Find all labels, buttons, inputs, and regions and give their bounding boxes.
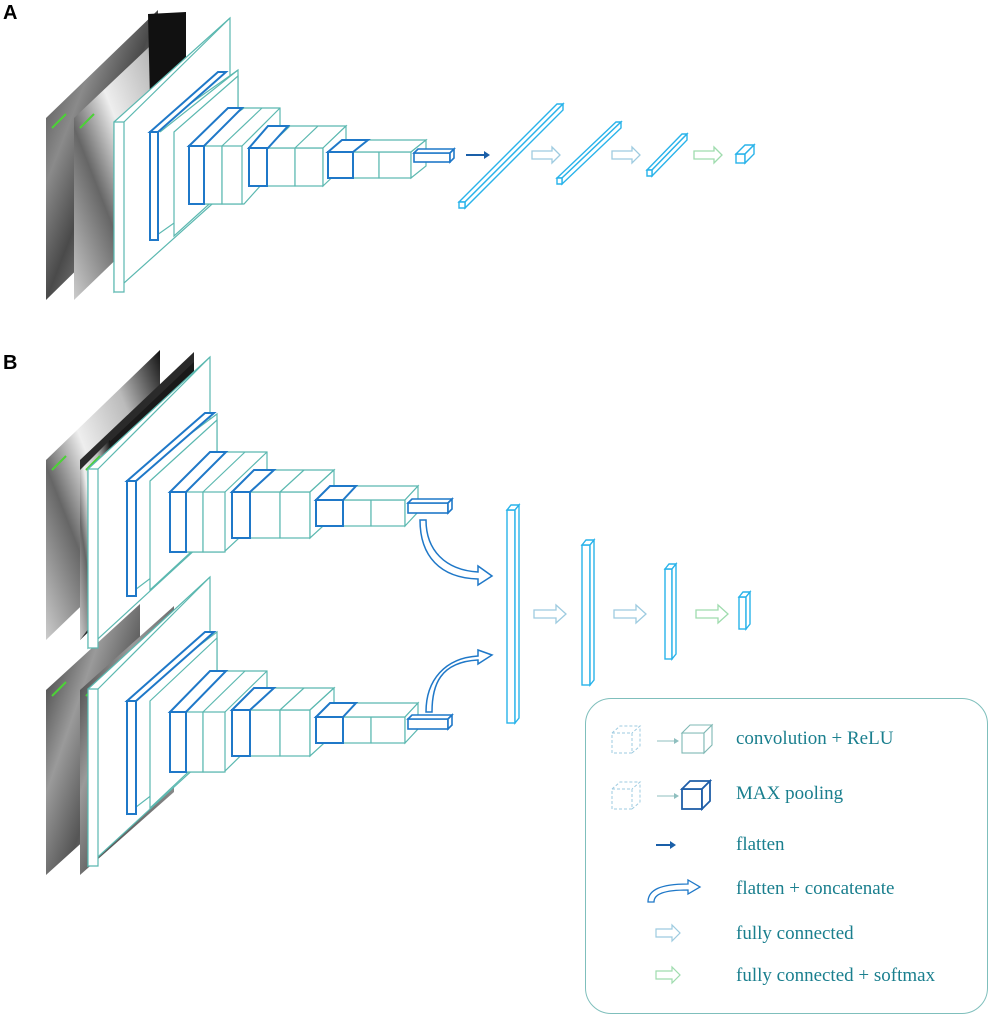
panel-b-top-block-5 bbox=[313, 484, 420, 528]
panel-b-bottom-block-5 bbox=[313, 701, 420, 745]
legend-fc-icon bbox=[655, 923, 681, 943]
panel-a-dense-layer-3 bbox=[645, 132, 689, 178]
panel-b-fc-arrow-2 bbox=[613, 603, 647, 625]
legend-label-conv: convolution + ReLU bbox=[736, 728, 894, 749]
panel-b-dense-layer-1 bbox=[505, 503, 521, 725]
panel-label-b: B bbox=[3, 352, 18, 374]
legend-conv-icon bbox=[611, 723, 714, 755]
panel-b-top-flatten-concat-arrow bbox=[419, 519, 494, 587]
panel-label-a: A bbox=[3, 2, 18, 24]
panel-a-fc-arrow-2 bbox=[611, 145, 641, 165]
legend-fc-softmax-icon bbox=[655, 965, 681, 985]
panel-b-top-flatten-block bbox=[406, 497, 454, 515]
legend-box bbox=[585, 698, 988, 1014]
panel-b-dense-layer-3 bbox=[663, 562, 678, 661]
panel-a-flatten-arrow bbox=[466, 151, 490, 159]
legend-flatten-concat-icon bbox=[647, 878, 702, 903]
panel-b-output-layer bbox=[737, 590, 752, 631]
panel-a-dense-layer-2 bbox=[555, 120, 623, 186]
legend-pool-icon bbox=[611, 778, 713, 812]
panel-a-output-layer bbox=[734, 143, 756, 165]
panel-a-dense-layer-1 bbox=[457, 102, 565, 210]
legend-flatten-icon bbox=[656, 841, 676, 849]
legend-label-pool: MAX pooling bbox=[736, 783, 844, 804]
panel-a-softmax-arrow bbox=[693, 145, 723, 165]
legend-label-fc: fully connected bbox=[736, 923, 854, 944]
panel-a-fc-arrow-1 bbox=[531, 145, 561, 165]
legend-label-flatten-concat: flatten + concatenate bbox=[736, 878, 895, 899]
panel-a-flatten-block bbox=[412, 147, 456, 164]
panel-b-dense-layer-2 bbox=[580, 538, 596, 687]
panel-a-block-5 bbox=[325, 138, 428, 180]
legend-label-flatten: flatten bbox=[736, 834, 785, 855]
legend-label-fc-softmax: fully connected + softmax bbox=[736, 965, 936, 986]
panel-b-bottom-flatten-concat-arrow bbox=[425, 648, 494, 713]
panel-b-bottom-flatten-block bbox=[406, 713, 454, 731]
panel-b-fc-arrow-1 bbox=[533, 603, 567, 625]
panel-b-softmax-arrow bbox=[695, 603, 729, 625]
